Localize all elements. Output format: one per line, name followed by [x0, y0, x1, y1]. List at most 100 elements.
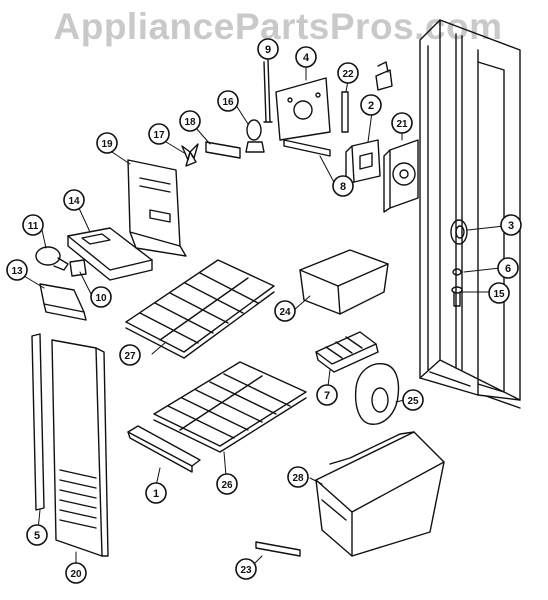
part-4-mount-plate	[275, 77, 331, 157]
part-26-wire-shelf	[153, 361, 307, 453]
part-6-washer	[452, 268, 462, 276]
callout-number: 21	[396, 119, 408, 130]
callout-circle	[287, 466, 309, 488]
callout-circle	[22, 214, 44, 236]
callout-number: 11	[28, 221, 39, 232]
part-15-screw	[451, 286, 463, 307]
callout-circle	[402, 389, 424, 411]
callout-28: 28	[287, 466, 309, 488]
callout-number: 19	[101, 139, 113, 150]
callout-circle	[65, 562, 87, 584]
callout-number: 25	[407, 396, 419, 407]
callout-circle	[500, 214, 522, 236]
part-23-strip	[255, 541, 301, 557]
callout-circle	[391, 112, 413, 134]
callout-number: 16	[222, 97, 234, 108]
callout-11: 11	[22, 214, 44, 236]
part-11-light-bulb	[35, 246, 69, 271]
callout-number: 18	[184, 117, 196, 128]
part-19-back-panel	[127, 159, 187, 257]
callout-circle	[148, 123, 170, 145]
callout-number: 10	[95, 293, 107, 304]
callout-circle	[96, 132, 118, 154]
callout-number: 9	[265, 44, 271, 56]
callout-number: 20	[70, 569, 82, 580]
part-3-door-cap	[450, 219, 468, 245]
callout-circle	[257, 38, 279, 60]
part-5-trim	[31, 333, 45, 511]
part-14-control-housing	[67, 227, 153, 281]
part-28-large-bin	[315, 431, 445, 557]
part-13-light-cover	[39, 283, 87, 321]
callout-circle	[145, 482, 167, 504]
callout-circle	[295, 46, 317, 68]
part-10-socket	[69, 259, 87, 277]
part-17-fan-blade	[181, 143, 199, 167]
callout-number: 22	[342, 69, 354, 80]
callout-number: 8	[340, 181, 346, 193]
part-16-motor	[245, 119, 265, 153]
callout-number: 6	[505, 263, 511, 275]
callout-number: 23	[240, 565, 252, 576]
callout-13: 13	[6, 259, 28, 281]
callout-23: 23	[235, 558, 257, 580]
callout-circle	[337, 62, 359, 84]
callout-6: 6	[497, 257, 519, 279]
callout-17: 17	[148, 123, 170, 145]
callout-number: 7	[324, 390, 330, 402]
callout-10: 10	[90, 286, 112, 308]
callout-circle	[217, 90, 239, 112]
callout-4: 4	[295, 46, 317, 68]
top-clip	[375, 61, 393, 91]
callout-number: 24	[279, 307, 291, 318]
part-27-wire-shelf	[125, 259, 275, 359]
part-22-strip	[341, 91, 349, 133]
part-7-ice-tray	[315, 331, 379, 373]
callout-7: 7	[316, 384, 338, 406]
callout-circle	[179, 110, 201, 132]
part-1-rail	[127, 425, 201, 473]
callout-number: 17	[153, 130, 165, 141]
callout-circle	[63, 189, 85, 211]
callout-20: 20	[65, 562, 87, 584]
callout-2: 2	[360, 94, 382, 116]
callout-8: 8	[332, 175, 354, 197]
callout-number: 26	[221, 480, 233, 491]
part-25-ice-bucket	[354, 363, 400, 425]
callout-14: 14	[63, 189, 85, 211]
callout-26: 26	[216, 473, 238, 495]
callout-number: 15	[493, 289, 505, 300]
callout-circle	[332, 175, 354, 197]
callout-19: 19	[96, 132, 118, 154]
callout-22: 22	[337, 62, 359, 84]
callout-circle	[235, 558, 257, 580]
callout-circle	[90, 286, 112, 308]
callout-5: 5	[26, 524, 48, 546]
cabinet-door-frame	[419, 19, 521, 409]
callout-circle	[119, 344, 141, 366]
callout-15: 15	[488, 282, 510, 304]
callout-number: 13	[11, 266, 23, 277]
callout-circle	[26, 524, 48, 546]
part-9-rod	[263, 59, 273, 123]
callout-circle	[360, 94, 382, 116]
part-24-small-bin	[299, 249, 389, 315]
callout-24: 24	[274, 300, 296, 322]
part-20-side-panel	[51, 339, 109, 557]
callout-circle	[274, 300, 296, 322]
callout-number: 28	[292, 473, 304, 484]
callout-number: 2	[368, 100, 374, 112]
part-21-fan-housing	[383, 139, 419, 213]
callout-21: 21	[391, 112, 413, 134]
callout-circle	[488, 282, 510, 304]
callout-number: 5	[34, 530, 40, 542]
watermark: AppliancePartsPros.com	[53, 6, 503, 47]
callout-number: 4	[303, 52, 310, 64]
callout-1: 1	[145, 482, 167, 504]
callout-9: 9	[257, 38, 279, 60]
callout-3: 3	[500, 214, 522, 236]
callout-number: 3	[508, 220, 514, 232]
callout-16: 16	[217, 90, 239, 112]
part-18-bracket	[205, 141, 241, 159]
